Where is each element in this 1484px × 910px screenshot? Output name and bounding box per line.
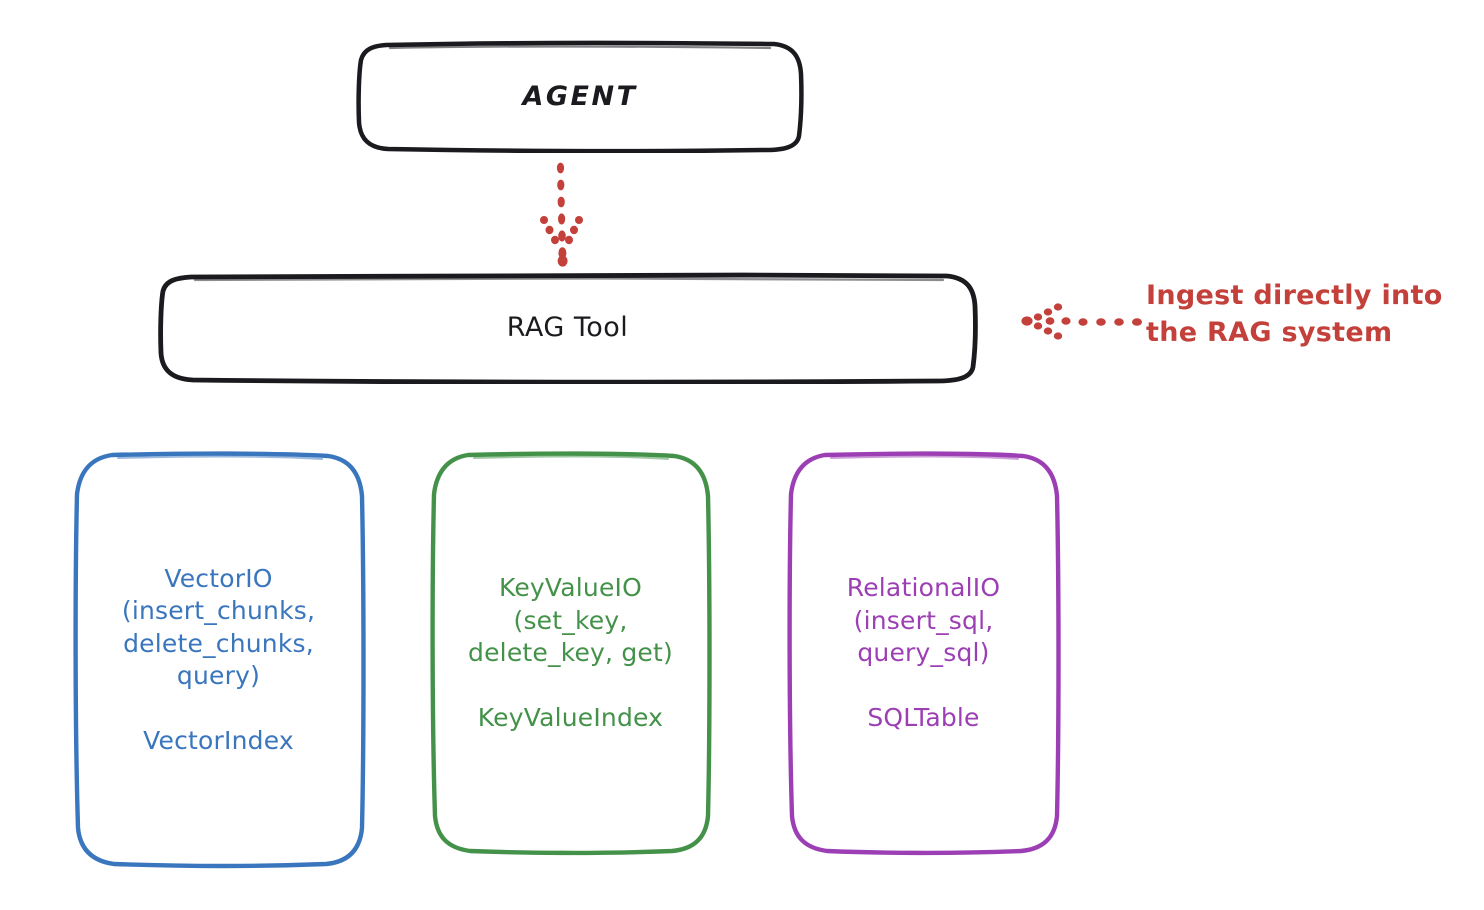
vector-io-node-outline <box>73 451 366 869</box>
rag-tool-node-outline <box>158 272 978 384</box>
agent-node[interactable]: AGENT <box>356 40 804 153</box>
key-value-io-node-outline <box>430 451 712 856</box>
agent-label: AGENT <box>522 80 638 112</box>
relational-io-node-outline <box>787 451 1061 856</box>
ingest-annotation-arrow <box>1021 303 1142 340</box>
vector-io-node[interactable]: VectorIO (insert_chunks, delete_chunks, … <box>70 450 367 870</box>
rag-tool-node[interactable]: RAG Tool <box>157 272 978 384</box>
vector-io-label: VectorIO (insert_chunks, delete_chunks, … <box>121 563 316 756</box>
relational-io-node[interactable]: RelationalIO (insert_sql, query_sql) SQL… <box>785 450 1062 857</box>
agent-node-outline <box>356 40 804 153</box>
agent-to-rag-tool-arrow <box>540 162 583 267</box>
ingest-annotation-text: Ingest directly into the RAG system <box>1146 280 1443 348</box>
key-value-io-label: KeyValueIO (set_key, delete_key, get) Ke… <box>468 573 673 733</box>
relational-io-label: RelationalIO (insert_sql, query_sql) SQL… <box>846 573 1001 733</box>
key-value-io-node[interactable]: KeyValueIO (set_key, delete_key, get) Ke… <box>428 450 713 857</box>
rag-tool-label: RAG Tool <box>506 312 629 344</box>
